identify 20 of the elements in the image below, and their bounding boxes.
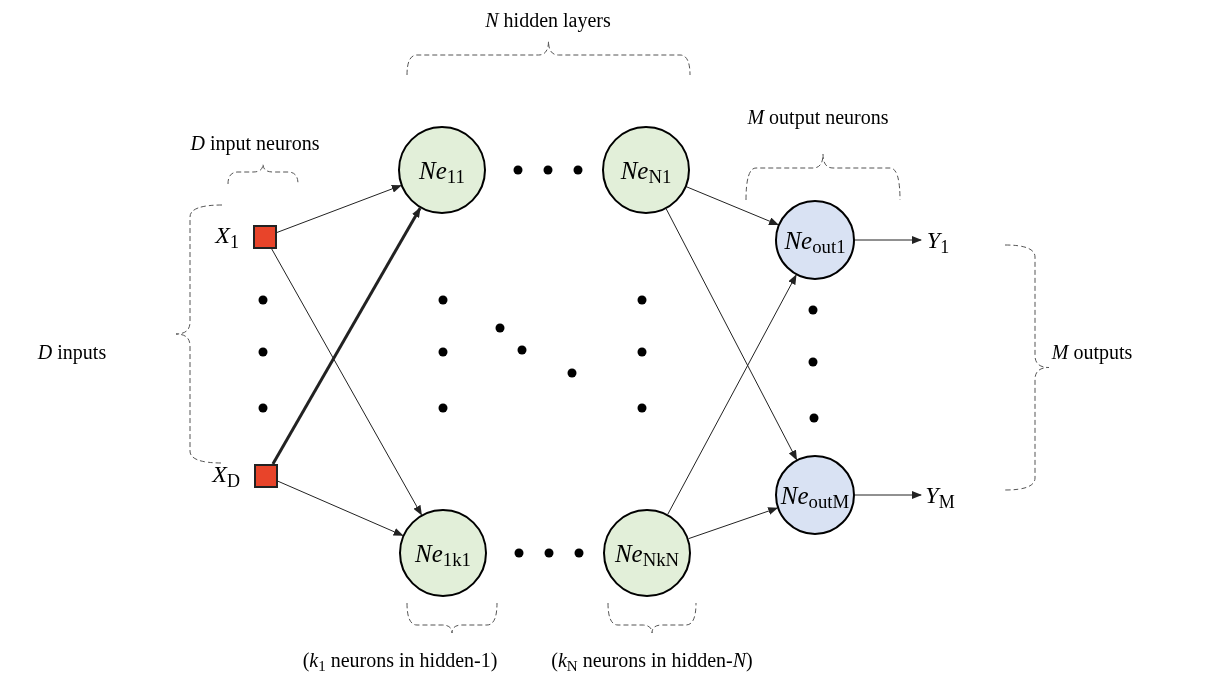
arrow <box>665 208 798 461</box>
arrow <box>854 491 922 499</box>
arrow <box>277 480 404 536</box>
arrow <box>271 248 422 516</box>
annotation-label: N hidden layers <box>485 10 611 30</box>
input-square <box>253 225 277 249</box>
arrow <box>854 236 922 244</box>
arrow <box>667 274 797 515</box>
annotation-label: D input neurons <box>190 133 320 153</box>
output-label: Y$_{1}$ <box>921 224 955 256</box>
input-label: X$_{D}$ <box>212 462 240 486</box>
annotation-label: (k$_{N}$ neurons in hidden-N) <box>551 650 753 670</box>
input-square <box>254 464 278 488</box>
annotation-label: D inputs <box>37 342 107 362</box>
arrow <box>271 207 422 465</box>
annotation-label: M outputs <box>1051 342 1133 362</box>
annotation-label: M output neurons <box>747 107 889 127</box>
annotation-label: (k$_{1}$ neurons in hidden-1) <box>302 650 498 670</box>
output-label: Y$_{M}$ <box>921 479 959 511</box>
input-label: X$_{1}$ <box>215 223 239 247</box>
